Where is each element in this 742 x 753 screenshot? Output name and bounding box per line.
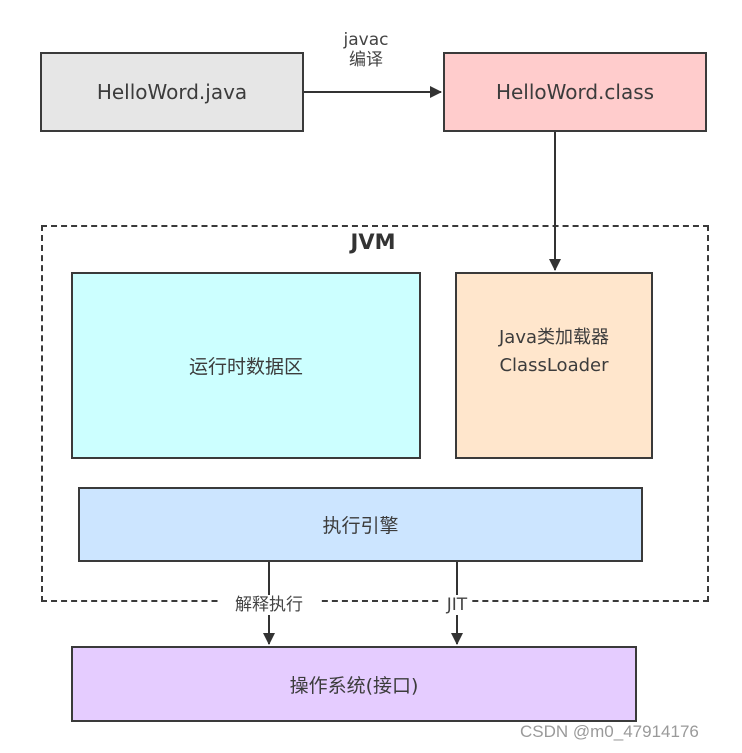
source-file-label: HelloWord.java (96, 80, 248, 104)
execution-engine-node: 执行引擎 (78, 487, 643, 562)
interpret-edge-label: 解释执行 (219, 595, 319, 615)
watermark: CSDN @m0_47914176 (520, 722, 699, 741)
os-label: 操作系统(接口) (289, 674, 419, 697)
os-node: 操作系统(接口) (71, 646, 637, 722)
compile-edge-label-line1: javac (343, 30, 389, 50)
execution-engine-label: 执行引擎 (322, 515, 399, 537)
class-file-label: HelloWord.class (495, 80, 655, 104)
class-file-node: HelloWord.class (443, 52, 707, 132)
runtime-data-area-node: 运行时数据区 (71, 272, 421, 459)
jvm-label: JVM (350, 230, 396, 254)
runtime-data-area-label: 运行时数据区 (188, 356, 303, 378)
jit-edge-label: JIT (442, 595, 472, 615)
compile-edge-label: javac 编译 (326, 30, 406, 70)
class-loader-label-line1: Java类加载器 (498, 327, 610, 348)
compile-edge-label-line2: 编译 (349, 50, 383, 70)
class-loader-label-line2: ClassLoader (499, 355, 609, 376)
class-loader-node: Java类加载器 ClassLoader (455, 272, 653, 459)
source-file-node: HelloWord.java (40, 52, 304, 132)
jvm-container (41, 225, 709, 602)
